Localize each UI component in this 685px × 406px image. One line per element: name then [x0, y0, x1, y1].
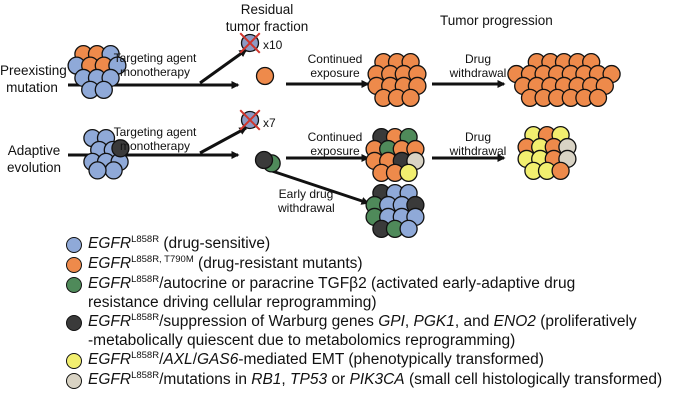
legend-item: EGFRL858R/autocrine or paracrine TGFβ2 (…	[66, 274, 684, 312]
legend-swatch-green	[66, 277, 82, 293]
cluster-progress-bottom	[365, 127, 425, 183]
legend-text: EGFRL858R/mutations in RB1, TP53 or PIK3…	[88, 370, 662, 389]
legend-item: EGFRL858R (drug-sensitive)	[66, 234, 684, 254]
legend-superscript: L858R	[131, 233, 160, 245]
legend-description: (drug-resistant mutants)	[193, 255, 363, 272]
legend-description: /autocrine or paracrine TGFβ2 (activated…	[159, 275, 576, 292]
legend-description: /suppression of Warburg genes	[159, 313, 379, 330]
legend: EGFRL858R (drug-sensitive)EGFRL858R, T79…	[66, 234, 684, 390]
cluster-progress-top	[367, 53, 427, 107]
legend-superscript: L858R, T790M	[131, 253, 194, 265]
legend-item: EGFRL858R/mutations in RB1, TP53 or PIK3…	[66, 370, 684, 390]
legend-text: EGFRL858R/AXL/GAS6-mediated EMT (phenoty…	[88, 350, 544, 369]
legend-description: , and	[454, 313, 494, 330]
cluster-withdrawal-bottom	[517, 125, 577, 181]
legend-swatch-yellow	[66, 353, 82, 369]
legend-gene: EGFR	[88, 235, 132, 252]
arrow-label-targeting-2: Targeting agent monotherapy	[113, 125, 197, 153]
cluster-preexisting-start	[67, 45, 127, 99]
cluster-withdrawal-bottom-cell	[551, 161, 570, 181]
legend-item: EGFRL858R/AXL/GAS6-mediated EMT (phenoty…	[66, 350, 684, 370]
legend-superscript: L858R	[131, 273, 160, 285]
legend-description-line2: -metabolically quiescent due to metabolo…	[88, 332, 516, 349]
cells-group	[67, 32, 621, 239]
legend-swatch-beige	[66, 373, 82, 389]
dead-cell-top	[239, 32, 261, 54]
cross-mark	[239, 109, 261, 131]
cluster-early-withdrawal	[365, 183, 425, 239]
header-progression: Tumor progression	[440, 13, 553, 28]
legend-description: /	[192, 351, 197, 368]
cluster-progress-top-cell	[401, 88, 420, 107]
cross-mark	[239, 32, 261, 54]
cluster-residual-top-cell	[255, 66, 275, 86]
arrow-label-continued-2: Continued exposure	[307, 130, 363, 158]
cluster-withdrawal-top	[507, 53, 621, 107]
legend-gene-name: TP53	[290, 371, 328, 388]
legend-description: (drug-sensitive)	[159, 235, 271, 252]
cluster-residual-bottom-cell	[254, 150, 274, 170]
legend-description: /mutations in	[159, 371, 252, 388]
legend-description: ,	[281, 371, 291, 388]
legend-description-line2: resistance driving cellular reprogrammin…	[88, 294, 377, 311]
legend-gene-name: AXL	[163, 351, 193, 368]
legend-superscript: L858R	[131, 369, 160, 381]
legend-gene: EGFR	[88, 255, 132, 272]
legend-description: (small cell histologically transformed)	[404, 371, 663, 388]
arrow-label-early: Early drug withdrawal	[278, 187, 335, 215]
legend-description: /	[159, 351, 164, 368]
legend-swatch-black	[66, 315, 82, 331]
dead-cell-bottom	[239, 109, 261, 131]
header-residual: Residual tumor fraction	[225, 2, 309, 34]
arrow-label-withdrawal-2: Drug withdrawal	[449, 130, 507, 158]
legend-gene-name: GPI	[378, 313, 405, 330]
cluster-adaptive-start-cell	[104, 161, 123, 180]
arrow-label-withdrawal-1: Drug withdrawal	[449, 52, 507, 80]
arrow-up-2	[199, 126, 248, 155]
legend-item: EGFRL858R, T790M (drug-resistant mutants…	[66, 254, 684, 274]
legend-gene-name: GAS6	[197, 351, 239, 368]
legend-description: -mediated EMT (phenotypically transforme…	[238, 351, 544, 368]
legend-swatch-orange	[66, 257, 82, 273]
legend-gene-name: PIK3CA	[349, 371, 405, 388]
cluster-progress-bottom-cell	[399, 163, 418, 183]
legend-description: (proliferatively	[535, 313, 637, 330]
legend-text: EGFRL858R/autocrine or paracrine TGFβ2 (…	[88, 274, 575, 312]
legend-gene: EGFR	[88, 275, 132, 292]
legend-superscript: L858R	[131, 311, 160, 323]
arrow-label-targeting-1: Targeting agent monotherapy	[113, 51, 197, 79]
legend-description: or	[327, 371, 350, 388]
cluster-adaptive-start-cell	[111, 139, 130, 158]
legend-gene: EGFR	[88, 313, 132, 330]
cluster-residual-bottom	[254, 150, 281, 173]
row-label-preexisting: Preexisting mutation	[0, 63, 67, 95]
legend-gene-name: PGK1	[413, 313, 455, 330]
cluster-withdrawal-top-cell	[588, 88, 608, 107]
legend-gene: EGFR	[88, 371, 132, 388]
cluster-adaptive-start-cell	[88, 161, 107, 180]
legend-text: EGFRL858R (drug-sensitive)	[88, 234, 270, 253]
cluster-early-withdrawal-cell	[399, 219, 418, 239]
legend-gene-name: ENO2	[493, 313, 536, 330]
arrow-up-1	[199, 48, 248, 85]
multiplier-top: x10	[263, 38, 283, 52]
legend-item: EGFRL858R/suppression of Warburg genes G…	[66, 312, 684, 350]
legend-text: EGFRL858R, T790M (drug-resistant mutants…	[88, 254, 363, 273]
legend-text: EGFRL858R/suppression of Warburg genes G…	[88, 312, 637, 350]
multiplier-bottom: x7	[263, 116, 276, 130]
legend-swatch-blue	[66, 237, 82, 253]
cluster-adaptive-start	[83, 128, 130, 180]
row-label-adaptive: Adaptive evolution	[6, 143, 62, 175]
cluster-residual-top	[255, 66, 275, 86]
arrow-early	[271, 169, 370, 205]
arrow-label-continued-1: Continued exposure	[307, 52, 363, 80]
legend-gene: EGFR	[88, 351, 132, 368]
legend-description: ,	[404, 313, 414, 330]
legend-gene-name: RB1	[251, 371, 282, 388]
legend-superscript: L858R	[131, 349, 160, 361]
cluster-preexisting-start-cell	[94, 80, 113, 99]
